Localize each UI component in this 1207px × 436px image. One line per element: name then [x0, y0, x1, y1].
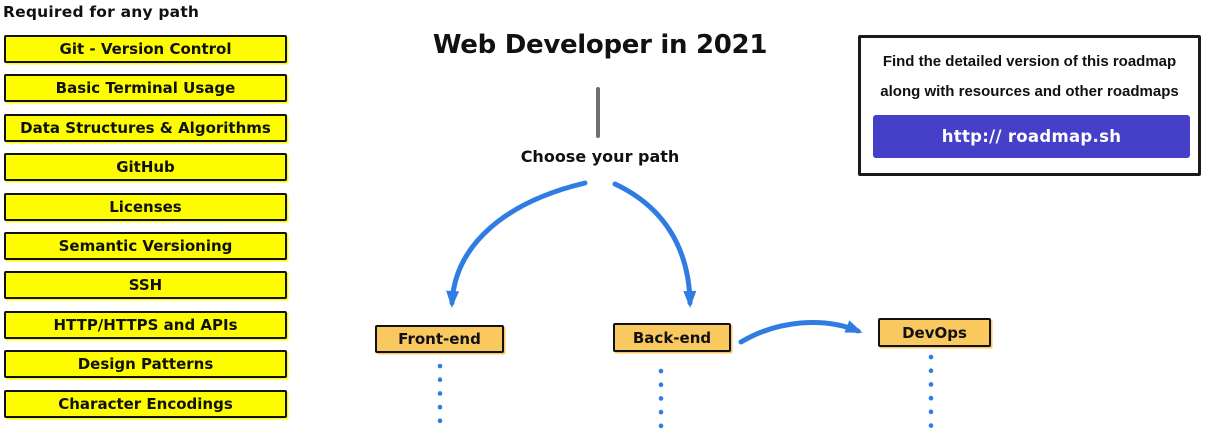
info-line-2: along with resources and other roadmaps	[880, 83, 1179, 100]
page-title: Web Developer in 2021	[432, 30, 768, 60]
topic-ssh[interactable]: SSH	[4, 271, 287, 300]
topic-github[interactable]: GitHub	[4, 153, 287, 182]
topic-design-patterns[interactable]: Design Patterns	[4, 350, 287, 379]
path-box-front-end[interactable]: Front-end	[375, 325, 504, 353]
required-path-heading: Required for any path	[3, 3, 200, 21]
path-box-devops[interactable]: DevOps	[878, 318, 991, 347]
topic-semantic-versioning[interactable]: Semantic Versioning	[4, 231, 287, 260]
topic-character-encodings[interactable]: Character Encodings	[4, 389, 287, 418]
topic-git-version-control[interactable]: Git - Version Control	[4, 35, 287, 63]
roadmap-info-box: Find the detailed version of this roadma…	[858, 35, 1201, 176]
info-line-1: Find the detailed version of this roadma…	[882, 53, 1177, 70]
topic-data-structures-algorithms[interactable]: Data Structures & Algorithms	[4, 113, 287, 142]
required-path-list: Git - Version Control Basic Terminal Usa…	[4, 35, 287, 418]
topic-licenses[interactable]: Licenses	[4, 192, 287, 221]
topic-basic-terminal-usage[interactable]: Basic Terminal Usage	[4, 74, 287, 103]
path-box-back-end[interactable]: Back-end	[613, 323, 731, 352]
arrow-back-end-to-devops	[738, 319, 863, 345]
arrow-to-back-end	[612, 181, 697, 308]
choose-your-path-label: Choose your path	[520, 147, 680, 166]
topic-http-https-apis[interactable]: HTTP/HTTPS and APIs	[4, 310, 287, 339]
arrow-to-front-end	[446, 180, 588, 308]
roadmap-url-button[interactable]: http:// roadmap.sh	[873, 115, 1190, 158]
